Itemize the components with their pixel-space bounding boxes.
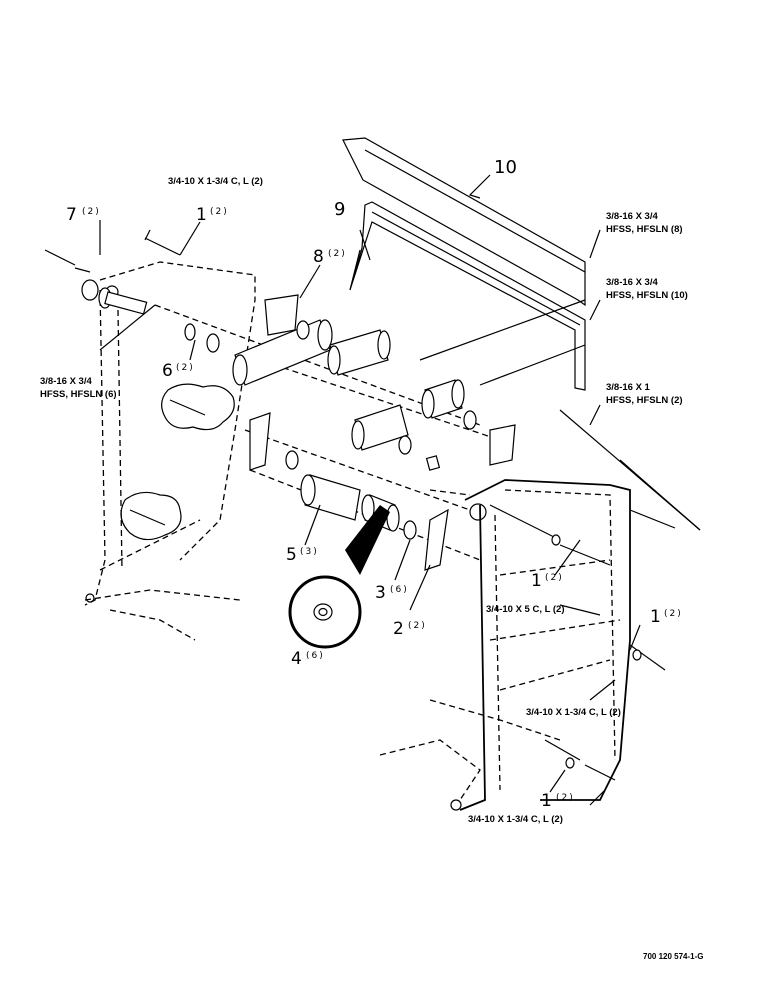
callout-7: 7 (2) (66, 205, 101, 225)
spec-hfss-right-2a: 3/8-16 X 3/4 (606, 277, 658, 288)
svg-text:(2): (2) (408, 621, 427, 631)
shield-9 (349, 201, 586, 391)
callout-4: 4 (6) (291, 649, 325, 669)
spec-bolt-bottom: 3/4-10 X 1-3/4 C, L (2) (468, 814, 563, 825)
svg-text:(2): (2) (664, 609, 683, 619)
middle-roller (351, 379, 465, 451)
detail-blob-upper (161, 383, 235, 431)
callout-1-top: 1 (2) (196, 205, 229, 225)
drawing-code: 700 120 574-1-G (643, 952, 704, 961)
spec-hfss-right-1b: HFSS, HFSLN (8) (606, 224, 683, 235)
washers (184, 323, 441, 471)
spec-bolt-mid: 3/4-10 X 5 C, L (2) (486, 604, 565, 615)
callout-3: 3 (6) (375, 583, 409, 603)
callout-9: 9 (334, 199, 345, 220)
svg-text:(3): (3) (300, 547, 319, 557)
svg-text:(6): (6) (390, 585, 409, 595)
shield-edge (419, 299, 586, 361)
svg-text:1: 1 (531, 571, 542, 591)
svg-text:5: 5 (286, 545, 297, 565)
callout-1-bottom: 1 (2) (541, 791, 575, 811)
svg-text:1: 1 (650, 607, 661, 627)
right-hardware (489, 504, 676, 781)
svg-text:1: 1 (541, 791, 552, 811)
spec-hfss-left-1: 3/8-16 X 3/4 (40, 376, 92, 387)
svg-text:(2): (2) (328, 249, 347, 259)
svg-text:(2): (2) (556, 793, 575, 803)
right-frame (379, 479, 631, 811)
bearing-detail-4 (288, 505, 390, 649)
callout-10: 10 (494, 157, 517, 178)
spec-hfss-left-2: HFSS, HFSLN (6) (40, 389, 117, 400)
svg-text:(2): (2) (176, 363, 195, 373)
svg-text:7: 7 (66, 205, 77, 225)
detail-blob-lower (120, 491, 182, 541)
spec-bolt-right: 3/4-10 X 1-3/4 C, L (2) (526, 707, 621, 718)
svg-text:(2): (2) (210, 207, 229, 217)
svg-text:(2): (2) (545, 573, 564, 583)
svg-text:2: 2 (393, 619, 404, 639)
spec-hfss-right-1a: 3/8-16 X 3/4 (606, 211, 658, 222)
callout-8: 8 (2) (313, 247, 347, 267)
left-bearing-housing (44, 237, 181, 315)
shield-edge (479, 344, 586, 386)
spec-hfss-right-2b: HFSS, HFSLN (10) (606, 290, 688, 301)
spec-hfss-right-3a: 3/8-16 X 1 (606, 382, 651, 393)
svg-text:8: 8 (313, 247, 324, 267)
callout-1-right: 1 (2) (650, 607, 683, 627)
shield-edge (619, 459, 701, 531)
svg-text:3: 3 (375, 583, 386, 603)
upper-roller (232, 319, 391, 386)
callout-1-mid: 1 (2) (531, 571, 564, 591)
bearings (206, 320, 477, 540)
svg-text:1: 1 (196, 205, 207, 225)
svg-text:4: 4 (291, 649, 302, 669)
svg-text:6: 6 (162, 361, 173, 381)
callout-2: 2 (2) (393, 619, 427, 639)
svg-text:(6): (6) (306, 651, 325, 661)
spec-hfss-right-3b: HFSS, HFSLN (2) (606, 395, 683, 406)
callout-6: 6 (2) (162, 361, 195, 381)
mount-plates (249, 294, 516, 571)
leader-lines (99, 174, 641, 806)
svg-text:(2): (2) (82, 207, 101, 217)
shield-10 (342, 137, 586, 307)
left-frame (84, 261, 256, 641)
spec-bolt-top: 3/4-10 X 1-3/4 C, L (2) (168, 176, 263, 187)
callout-5: 5 (3) (286, 545, 319, 565)
